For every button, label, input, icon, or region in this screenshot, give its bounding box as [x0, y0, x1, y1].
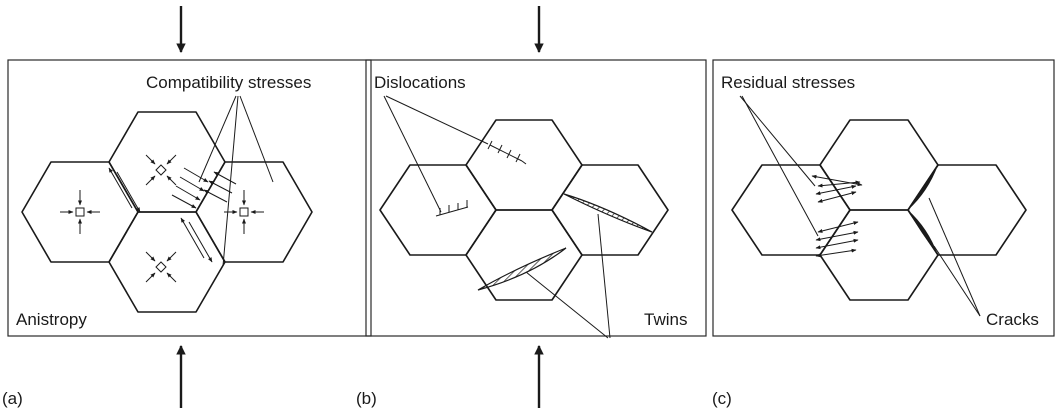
crack-leaders	[928, 197, 981, 317]
grain-aggregate	[731, 119, 1027, 301]
stress-element-right	[224, 190, 264, 234]
label-compatibility-stresses: Compatibility stresses	[146, 73, 311, 92]
grain-aggregate	[379, 119, 669, 301]
boundary-shear-arrows-left	[108, 167, 141, 213]
grain-left	[379, 164, 497, 256]
compatibility-stress-arrows	[171, 167, 237, 209]
grain-bottom	[108, 211, 226, 313]
grain-left	[731, 164, 851, 256]
panel-frame	[7, 59, 372, 337]
grain-top	[465, 119, 583, 211]
stress-element-left	[60, 190, 100, 234]
label-residual-stresses: Residual stresses	[721, 73, 855, 92]
crack-bottom	[908, 210, 938, 255]
panel-b: Dislocations Twins (b)	[356, 6, 707, 408]
residual-stress-arrows	[811, 174, 863, 258]
panel-letter: (a)	[2, 389, 23, 408]
grain-right	[907, 164, 1027, 256]
dislocation-leaders	[383, 95, 489, 213]
panel-frame	[365, 59, 707, 337]
label-cracks: Cracks	[986, 310, 1039, 329]
residual-stress-leaders	[739, 95, 819, 237]
label-anisotropy: Anistropy	[16, 310, 87, 329]
panel-c: Residual stresses Cracks (c)	[712, 59, 1055, 408]
grain-right	[195, 161, 313, 263]
panel-a: Compatibility stresses Anistropy (a)	[2, 6, 372, 408]
panel-letter: (c)	[712, 389, 732, 408]
grain-left	[21, 161, 139, 263]
panel-letter: (b)	[356, 389, 377, 408]
twin-right	[563, 193, 653, 233]
twin-leaders	[525, 213, 611, 339]
dislocations-left	[435, 200, 469, 217]
twin-bottom	[477, 247, 567, 291]
dislocations-top	[487, 140, 527, 165]
grain-right	[551, 164, 669, 256]
stress-element-bottom	[145, 251, 177, 283]
label-dislocations: Dislocations	[374, 73, 466, 92]
stress-element-top	[145, 154, 177, 186]
label-leaders	[198, 95, 274, 267]
label-twins: Twins	[644, 310, 687, 329]
panel-frame	[712, 59, 1055, 337]
boundary-shear-arrows-right	[180, 217, 213, 263]
